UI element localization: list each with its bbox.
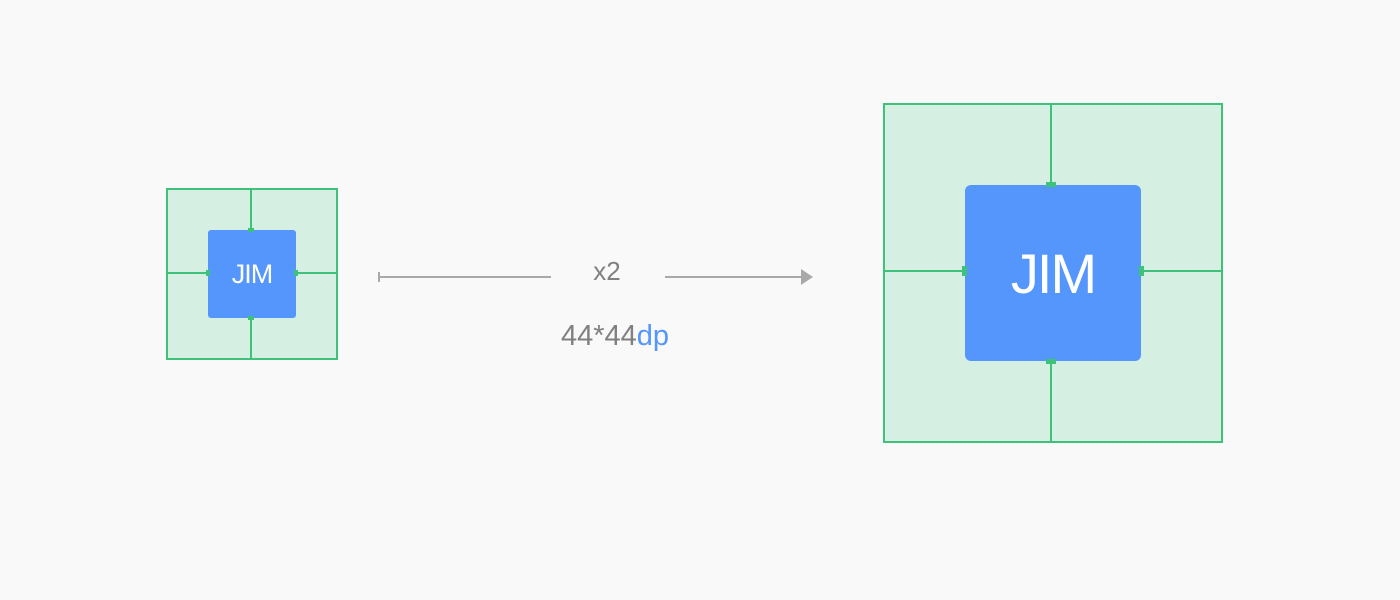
small-tile-tick-left [206, 270, 210, 276]
large-tile-tick-bottom [1046, 359, 1056, 364]
small-icon-label: JIM [231, 258, 274, 289]
large-icon-tile [965, 185, 1141, 361]
large-icon-label: JIM [1010, 241, 1097, 305]
small-tile-tick-bottom [248, 316, 254, 320]
arrow-line-left [378, 276, 551, 278]
small-tile-tick-top [248, 228, 254, 232]
arrow-head-icon [801, 269, 813, 285]
large-tile-tick-left [962, 266, 967, 276]
dimension-value: 44*44 [560, 320, 637, 352]
dimension-unit: dp [636, 320, 670, 352]
large-tile-tick-right [1139, 266, 1144, 276]
large-tile-tick-top [1046, 182, 1056, 187]
scale-factor-label: x2 [593, 256, 621, 286]
small-tile-tick-right [294, 270, 298, 276]
arrow-line-right [665, 276, 803, 278]
small-icon-tile [208, 230, 296, 318]
dimension-label: 44*44dp [520, 320, 710, 353]
